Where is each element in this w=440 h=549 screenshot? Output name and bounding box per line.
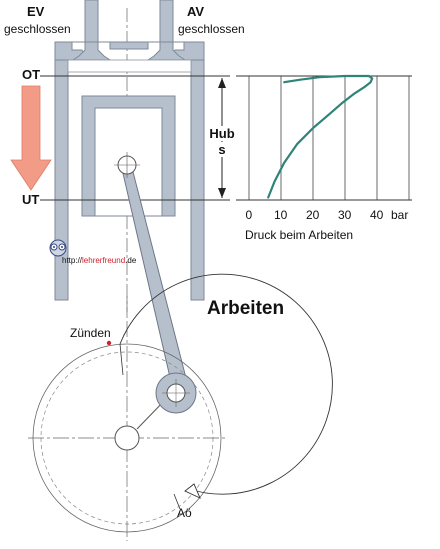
watermark-highlight: lehrerfreund	[82, 256, 126, 265]
ignition-dot	[106, 340, 112, 346]
rotation-arrow-head	[184, 483, 201, 499]
exhaust-open-label: Aö	[177, 506, 192, 520]
inlet-valve-stem	[84, 0, 99, 43]
chart-tick-label: 10	[274, 208, 288, 222]
stroke-label-line2: s	[207, 142, 237, 157]
ut-label: UT	[22, 192, 40, 207]
outlet-valve-stem	[159, 0, 174, 43]
stroke-label-line1: Hub	[207, 126, 237, 141]
downward-arrow	[10, 85, 52, 191]
watermark-suffix: .de	[125, 256, 137, 265]
stroke-arrow-top	[218, 78, 226, 88]
inlet-valve-state: geschlossen	[4, 22, 71, 36]
pressure-chart	[236, 74, 412, 201]
chart-x-axis-label: Druck beim Arbeiten	[245, 228, 354, 242]
ignition-tick	[119, 343, 124, 376]
ignition-label: Zünden	[70, 326, 111, 340]
chart-tick-label: 40	[370, 208, 384, 222]
outlet-valve-state: geschlossen	[178, 22, 245, 36]
chart-tick-label: 0	[245, 208, 253, 222]
watermark-prefix: http://	[62, 256, 83, 265]
work-rotation-arc	[119, 273, 333, 495]
stroke-arrow-bottom	[218, 188, 226, 198]
chart-x-unit: bar	[391, 208, 409, 222]
crankshaft-journal	[114, 425, 140, 451]
ot-label: OT	[22, 67, 41, 82]
combustion-chamber	[67, 59, 192, 73]
outlet-valve-label: AV	[187, 4, 205, 19]
cylinder-wall-right	[190, 59, 205, 301]
watermark-mascot-icon	[49, 239, 67, 257]
chart-tick-label: 30	[338, 208, 352, 222]
inlet-valve-label: EV	[27, 4, 45, 19]
chart-tick-label: 20	[306, 208, 320, 222]
watermark-url: http://lehrerfreund.de	[62, 256, 136, 265]
chart-pressure-curve	[267, 74, 374, 199]
exhaust-tick	[173, 493, 181, 510]
diagram-title: Arbeiten	[207, 298, 285, 319]
